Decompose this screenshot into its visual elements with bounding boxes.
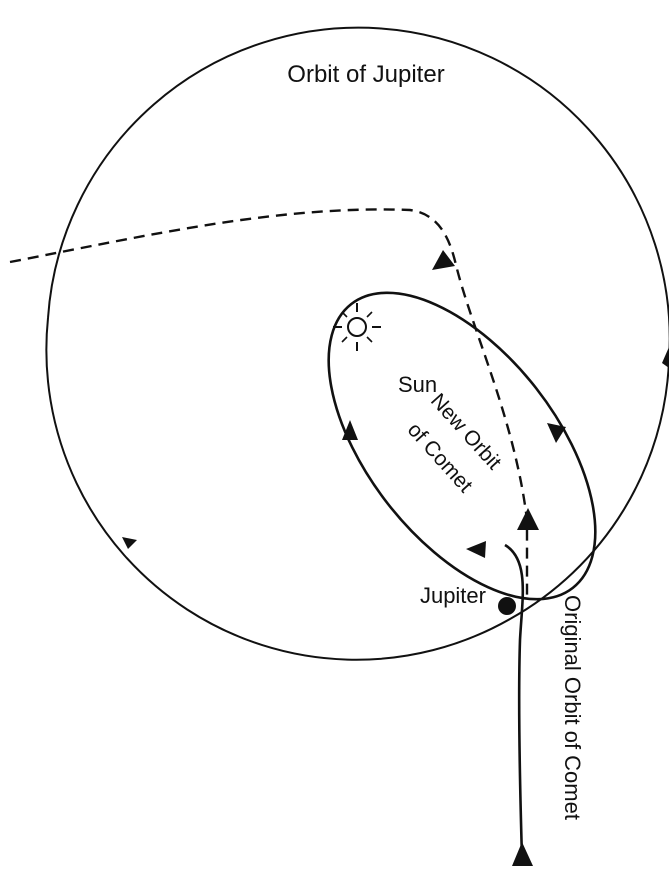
dashed-path-arrow-lower <box>517 508 539 530</box>
label-original-orbit-of-comet: Original Orbit of Comet <box>560 595 585 820</box>
new-orbit-arrow-bottom <box>466 541 486 558</box>
solid-path-arrow-bottom <box>512 842 533 866</box>
jupiter-orbit-arrow-right <box>662 347 669 368</box>
jupiter-orbit-circle <box>45 26 669 661</box>
original-comet-path-dashed <box>9 208 529 598</box>
new-orbit-arrow-right <box>547 423 566 443</box>
comet-solid-incoming-path <box>504 543 525 859</box>
dashed-path-arrow-upper <box>432 250 455 270</box>
sun-icon <box>333 303 381 351</box>
label-sun: Sun <box>398 372 437 397</box>
new-comet-orbit-ellipse <box>327 291 597 601</box>
jupiter-planet-dot <box>498 597 516 615</box>
new-orbit-arrow-left <box>342 420 358 440</box>
label-jupiter: Jupiter <box>420 583 486 608</box>
jupiter-orbit-arrow-left <box>122 537 137 549</box>
label-orbit-of-jupiter: Orbit of Jupiter <box>287 61 444 88</box>
